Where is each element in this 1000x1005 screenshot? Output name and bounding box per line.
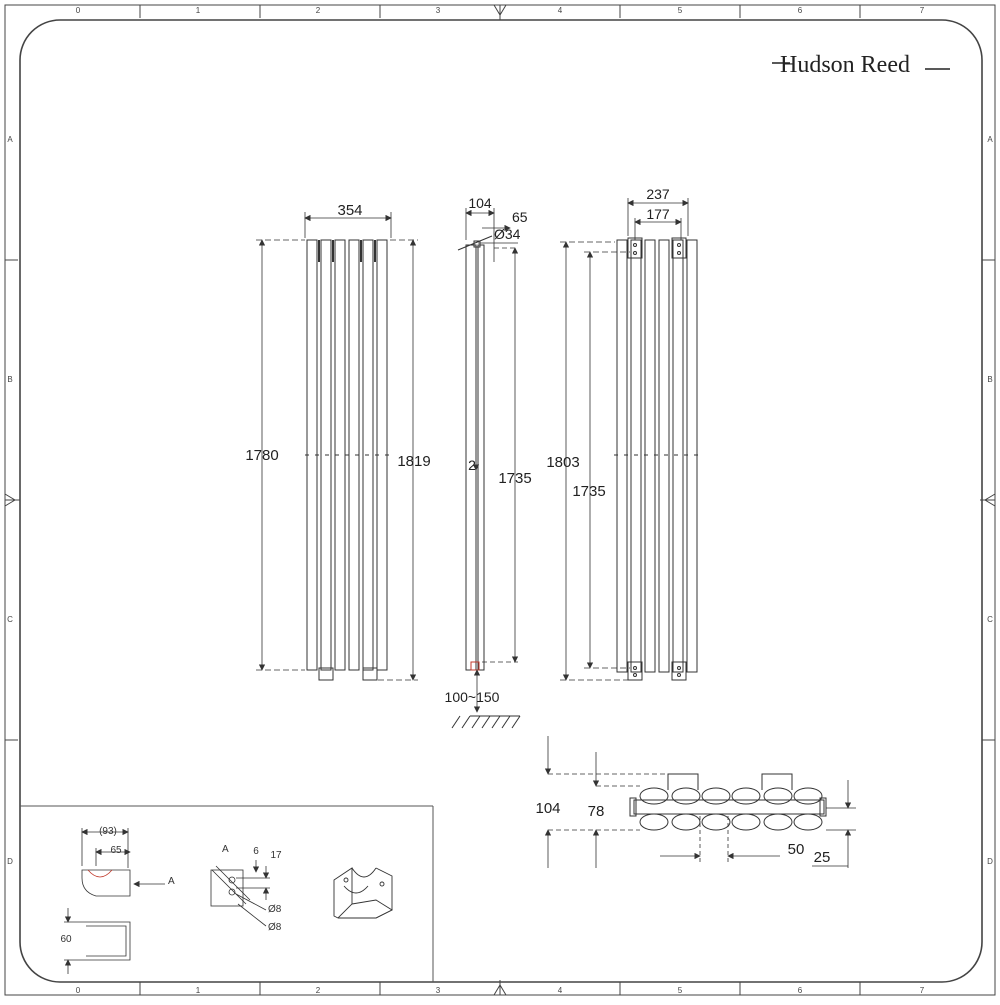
grid-col-3-top: 3: [436, 6, 441, 15]
grid-column-labels: 0 1 2 3 4 5 6 7 0 1 2 3 4 5 6 7: [76, 6, 925, 995]
grid-row-c-right: C: [987, 615, 993, 624]
plan-end-label: 25: [814, 849, 831, 866]
grid-row-d-right: D: [987, 857, 993, 866]
sheet-frame: [4, 4, 996, 996]
side-depth-label: 104: [468, 195, 492, 211]
bracket-reach-label: (93): [99, 826, 117, 837]
grid-col-6-bottom: 6: [798, 986, 803, 995]
grid-row-labels: A B C D A B C D: [7, 135, 993, 866]
bracket-arrow-label: A: [168, 876, 175, 887]
front-height-right-label: 1819: [397, 453, 430, 470]
front-height-left-label: 1780: [245, 447, 278, 464]
bracket-hole-dia-2-label: Ø8: [268, 922, 282, 933]
grid-col-6-top: 6: [798, 6, 803, 15]
side-floor-label: 100~150: [445, 689, 500, 705]
grid-row-a-left: A: [7, 135, 13, 144]
side-gap-label: 2: [468, 457, 476, 473]
brand-name: Hudson Reed: [780, 52, 910, 78]
plan-view: [629, 773, 827, 831]
rear-height-label: 1803: [546, 454, 579, 471]
side-pipe-label: Ø34: [494, 226, 521, 242]
grid-col-7-bottom: 7: [920, 986, 925, 995]
front-view-dimensions: [256, 212, 418, 681]
plan-pitch-label: 50: [788, 841, 805, 858]
grid-col-4-top: 4: [558, 6, 563, 15]
rear-centres-label: 1735: [572, 483, 605, 500]
grid-row-a-right: A: [987, 135, 993, 144]
plan-depth-inner-label: 78: [588, 803, 605, 820]
front-width-label: 354: [337, 202, 362, 219]
grid-col-5-top: 5: [678, 6, 683, 15]
rear-bracket-inner-label: 177: [646, 206, 670, 222]
grid-col-2-top: 2: [316, 6, 321, 15]
grid-row-b-left: B: [7, 375, 12, 384]
grid-row-c-left: C: [7, 615, 13, 624]
grid-col-3-bottom: 3: [436, 986, 441, 995]
bracket-hole-offset-label: 6: [253, 846, 259, 857]
rear-view: [614, 237, 700, 681]
bracket-side-view: [64, 828, 165, 974]
bracket-detail-panel: [20, 805, 434, 982]
grid-row-b-right: B: [987, 375, 992, 384]
bracket-isometric: [333, 867, 393, 919]
bracket-section-title: A: [222, 844, 229, 855]
side-offset-label: 65: [512, 209, 528, 225]
bracket-hole-spacing-label: 17: [270, 850, 282, 861]
grid-col-0-bottom: 0: [76, 986, 81, 995]
grid-col-1-top: 1: [196, 6, 201, 15]
brand-logo: Hudson Reed: [772, 52, 950, 78]
grid-col-7-top: 7: [920, 6, 925, 15]
bracket-inner-label: 65: [110, 845, 122, 856]
front-view: [305, 239, 390, 681]
rear-bracket-outer-label: 237: [646, 186, 670, 202]
plan-view-dimensions: [544, 736, 856, 868]
grid-col-0-top: 0: [76, 6, 81, 15]
bracket-hole-dia-1-label: Ø8: [268, 904, 282, 915]
side-centres-label: 1735: [498, 470, 531, 487]
bracket-section-a: [210, 860, 270, 927]
grid-col-4-bottom: 4: [558, 986, 563, 995]
grid-row-d-left: D: [7, 857, 13, 866]
side-view-dimensions: [465, 208, 519, 713]
grid-col-1-bottom: 1: [196, 986, 201, 995]
plan-depth-total-label: 104: [535, 800, 560, 817]
grid-col-5-bottom: 5: [678, 986, 683, 995]
rear-view-dimensions: [560, 198, 689, 681]
grid-col-2-bottom: 2: [316, 986, 321, 995]
bracket-height-label: 60: [60, 934, 72, 945]
